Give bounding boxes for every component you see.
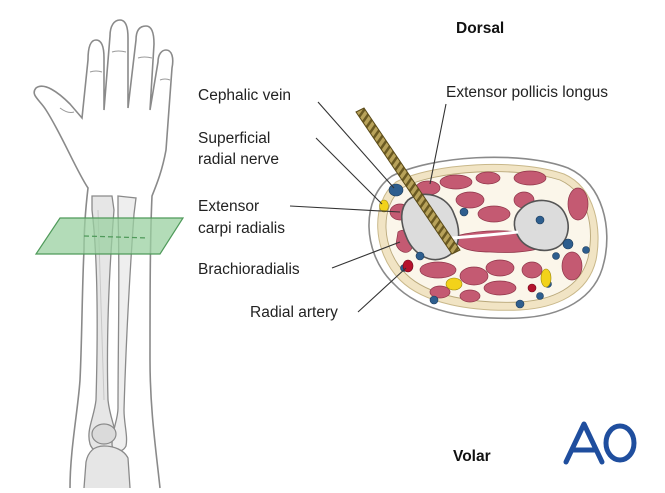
leader-extensor-pollicis-longus	[429, 103, 447, 185]
ao-logo	[563, 421, 637, 465]
label-extensor-carpi-radialis-2: carpi radialis	[198, 220, 285, 237]
leader-radial-artery	[357, 267, 407, 313]
arm-illustration	[33, 19, 185, 489]
label-superficial-radial-nerve-2: radial nerve	[198, 151, 279, 168]
leader-brachioradialis	[331, 241, 401, 269]
humerus-end	[83, 445, 131, 489]
label-extensor-pollicis-longus: Extensor pollicis longus	[446, 84, 608, 101]
leader-superficial-radial-nerve	[315, 137, 383, 205]
label-brachioradialis: Brachioradialis	[198, 261, 300, 278]
ulna-section	[513, 199, 569, 252]
leader-cephalic-vein	[317, 101, 395, 189]
label-cephalic-vein: Cephalic vein	[198, 87, 291, 104]
leader-extensor-carpi-radialis	[289, 205, 401, 213]
threaded-pin	[355, 107, 461, 255]
muscles	[389, 170, 589, 303]
cross-section	[355, 107, 608, 320]
leader-lines	[289, 101, 447, 313]
label-radial-artery: Radial artery	[250, 304, 338, 321]
label-dorsal: Dorsal	[456, 20, 504, 37]
label-extensor-carpi-radialis-1: Extensor	[198, 198, 259, 215]
label-superficial-radial-nerve-1: Superficial	[198, 130, 270, 147]
section-plane	[34, 217, 185, 255]
arteries	[402, 259, 537, 293]
label-volar: Volar	[453, 448, 491, 465]
